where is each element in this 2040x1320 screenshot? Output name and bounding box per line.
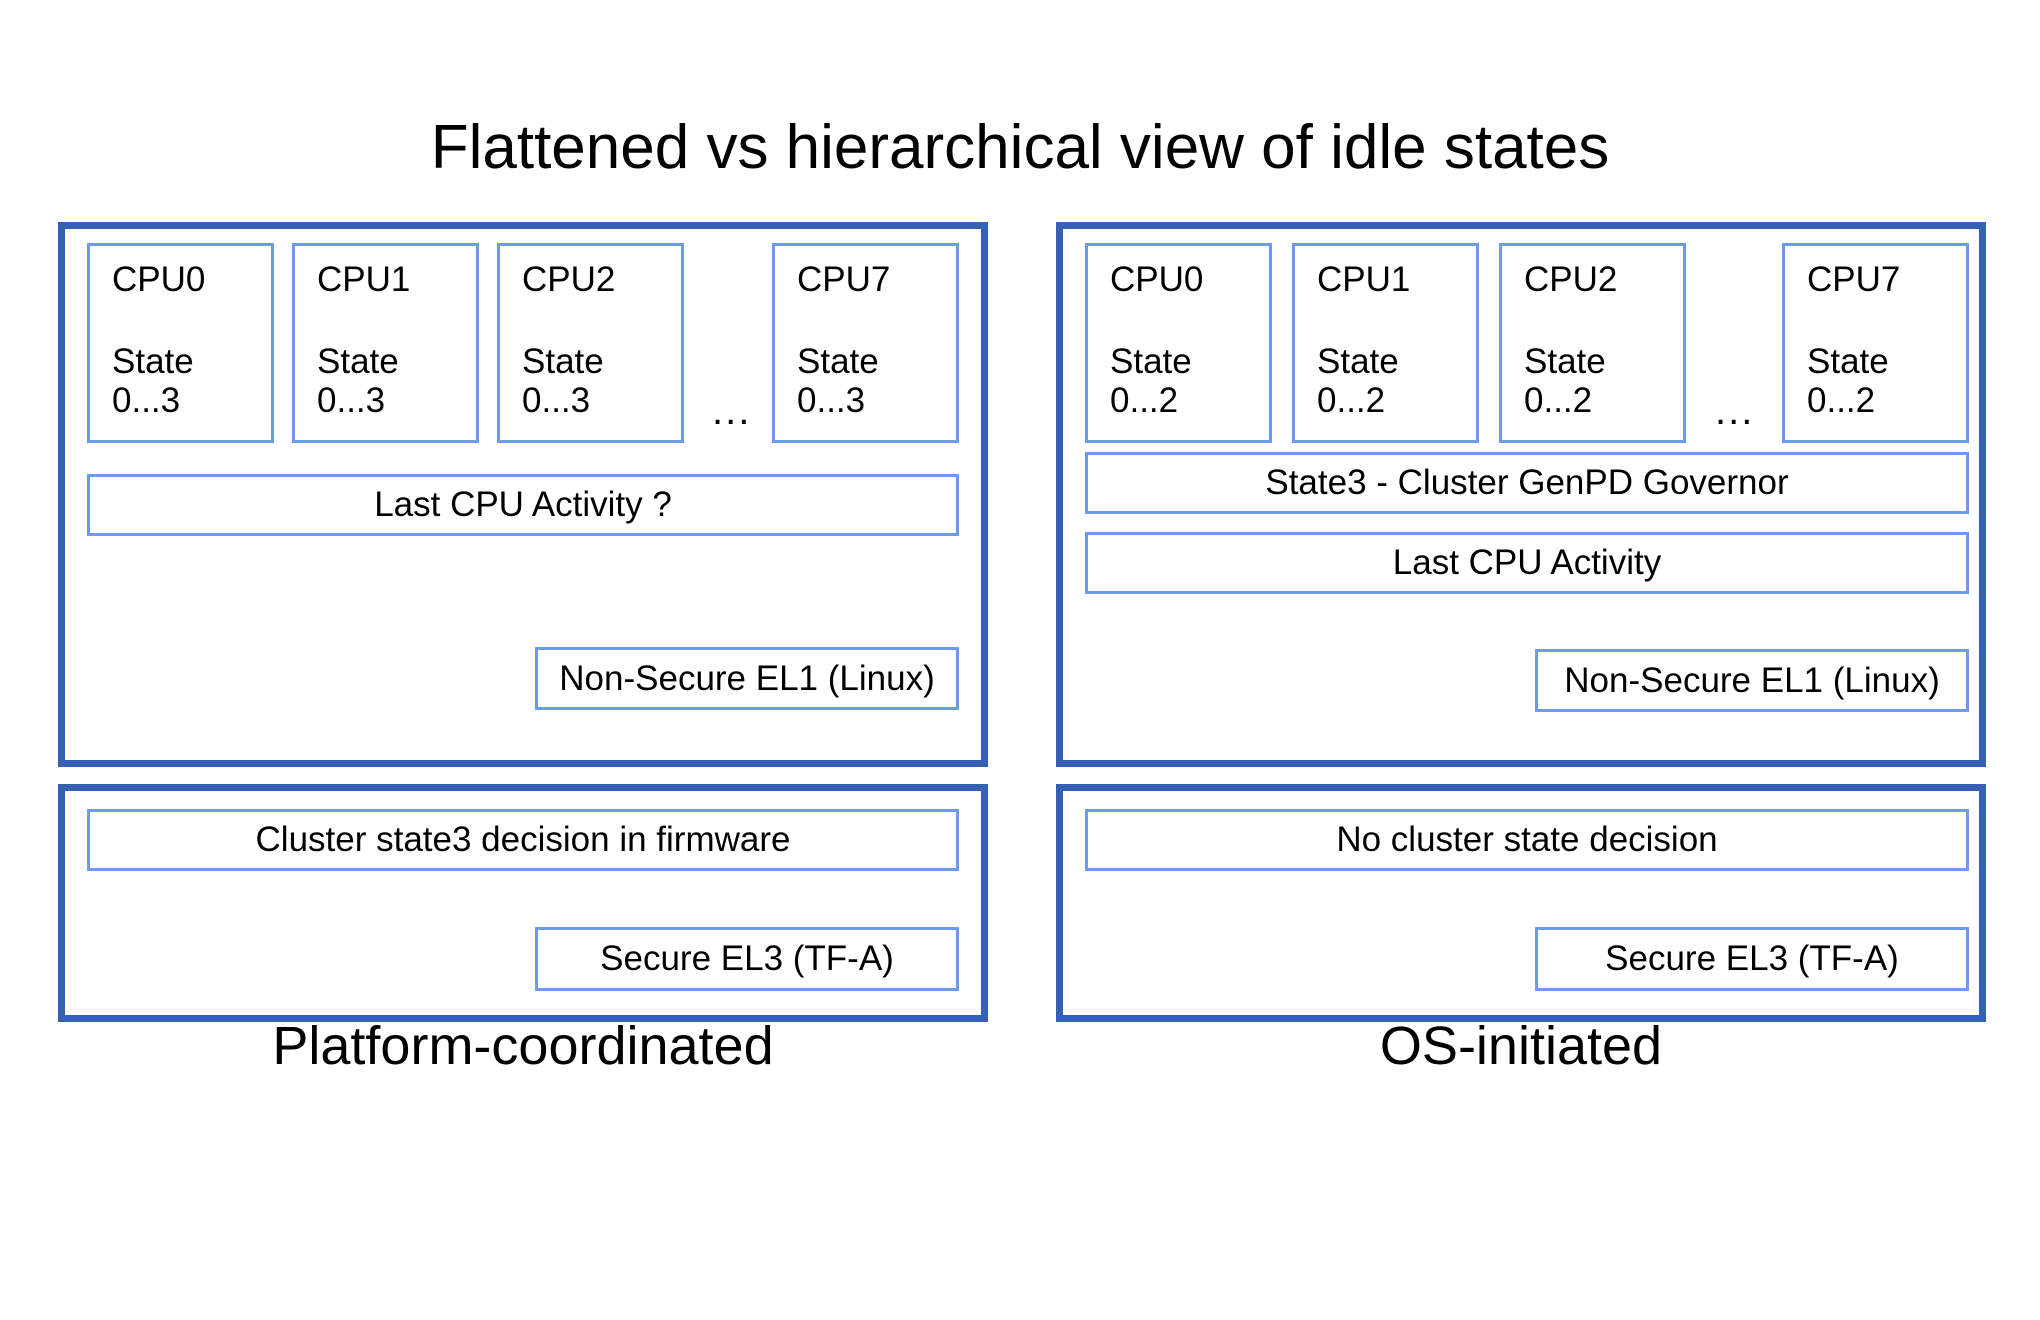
right-non-secure-el1-box: Non-Secure EL1 (Linux) bbox=[1535, 649, 1969, 712]
cpu-ellipsis: ... bbox=[1715, 389, 1755, 433]
cpu-label: CPU7 bbox=[1807, 260, 1901, 299]
right-cpu-box-2: CPU2 State 0...2 bbox=[1499, 243, 1686, 443]
left-non-secure-el1-box: Non-Secure EL1 (Linux) bbox=[535, 647, 959, 710]
left-last-cpu-activity-box: Last CPU Activity ? bbox=[87, 474, 959, 536]
left-column-caption: Platform-coordinated bbox=[272, 1016, 774, 1076]
left-cpu-box-0: CPU0 State 0...3 bbox=[87, 243, 274, 443]
left-cpu-box-1: CPU1 State 0...3 bbox=[292, 243, 479, 443]
page-title: Flattened vs hierarchical view of idle s… bbox=[430, 113, 1610, 182]
cpu-label: CPU2 bbox=[1524, 260, 1618, 299]
left-cpu-box-2: CPU2 State 0...3 bbox=[497, 243, 684, 443]
cpu-state-range: State 0...3 bbox=[112, 342, 194, 420]
left-os-panel: CPU0 State 0...3 CPU1 State 0...3 CPU2 S… bbox=[58, 222, 988, 767]
cpu-state-range: State 0...3 bbox=[317, 342, 399, 420]
right-column-caption: OS-initiated bbox=[1379, 1016, 1663, 1076]
right-cpu-box-1: CPU1 State 0...2 bbox=[1292, 243, 1479, 443]
right-cpu-row: CPU0 State 0...2 CPU1 State 0...2 CPU2 S… bbox=[1085, 243, 1969, 443]
right-cluster-decision-box: No cluster state decision bbox=[1085, 809, 1969, 871]
cpu-state-range: State 0...3 bbox=[797, 342, 879, 420]
right-column: CPU0 State 0...2 CPU1 State 0...2 CPU2 S… bbox=[1056, 222, 1986, 1022]
left-cpu-row: CPU0 State 0...3 CPU1 State 0...3 CPU2 S… bbox=[87, 243, 959, 443]
cpu-state-range: State 0...2 bbox=[1110, 342, 1192, 420]
cpu-label: CPU1 bbox=[1317, 260, 1411, 299]
left-cluster-decision-box: Cluster state3 decision in firmware bbox=[87, 809, 959, 871]
right-os-panel: CPU0 State 0...2 CPU1 State 0...2 CPU2 S… bbox=[1056, 222, 1986, 767]
right-cpu-box-7: CPU7 State 0...2 bbox=[1782, 243, 1969, 443]
right-last-cpu-activity-box: Last CPU Activity bbox=[1085, 532, 1969, 594]
cpu-label: CPU0 bbox=[1110, 260, 1204, 299]
cpu-label: CPU7 bbox=[797, 260, 891, 299]
right-firmware-panel: No cluster state decision Secure EL3 (TF… bbox=[1056, 784, 1986, 1022]
left-cpu-box-7: CPU7 State 0...3 bbox=[772, 243, 959, 443]
right-cpu-box-0: CPU0 State 0...2 bbox=[1085, 243, 1272, 443]
cpu-label: CPU2 bbox=[522, 260, 616, 299]
left-firmware-panel: Cluster state3 decision in firmware Secu… bbox=[58, 784, 988, 1022]
left-secure-el3-box: Secure EL3 (TF-A) bbox=[535, 927, 959, 991]
cluster-genpd-governor-box: State3 - Cluster GenPD Governor bbox=[1085, 452, 1969, 514]
left-column: CPU0 State 0...3 CPU1 State 0...3 CPU2 S… bbox=[58, 222, 988, 1022]
cpu-state-range: State 0...2 bbox=[1317, 342, 1399, 420]
cpu-ellipsis: ... bbox=[712, 389, 752, 433]
cpu-state-range: State 0...2 bbox=[1807, 342, 1889, 420]
cpu-label: CPU0 bbox=[112, 260, 206, 299]
cpu-state-range: State 0...2 bbox=[1524, 342, 1606, 420]
right-secure-el3-box: Secure EL3 (TF-A) bbox=[1535, 927, 1969, 991]
cpu-state-range: State 0...3 bbox=[522, 342, 604, 420]
cpu-label: CPU1 bbox=[317, 260, 411, 299]
